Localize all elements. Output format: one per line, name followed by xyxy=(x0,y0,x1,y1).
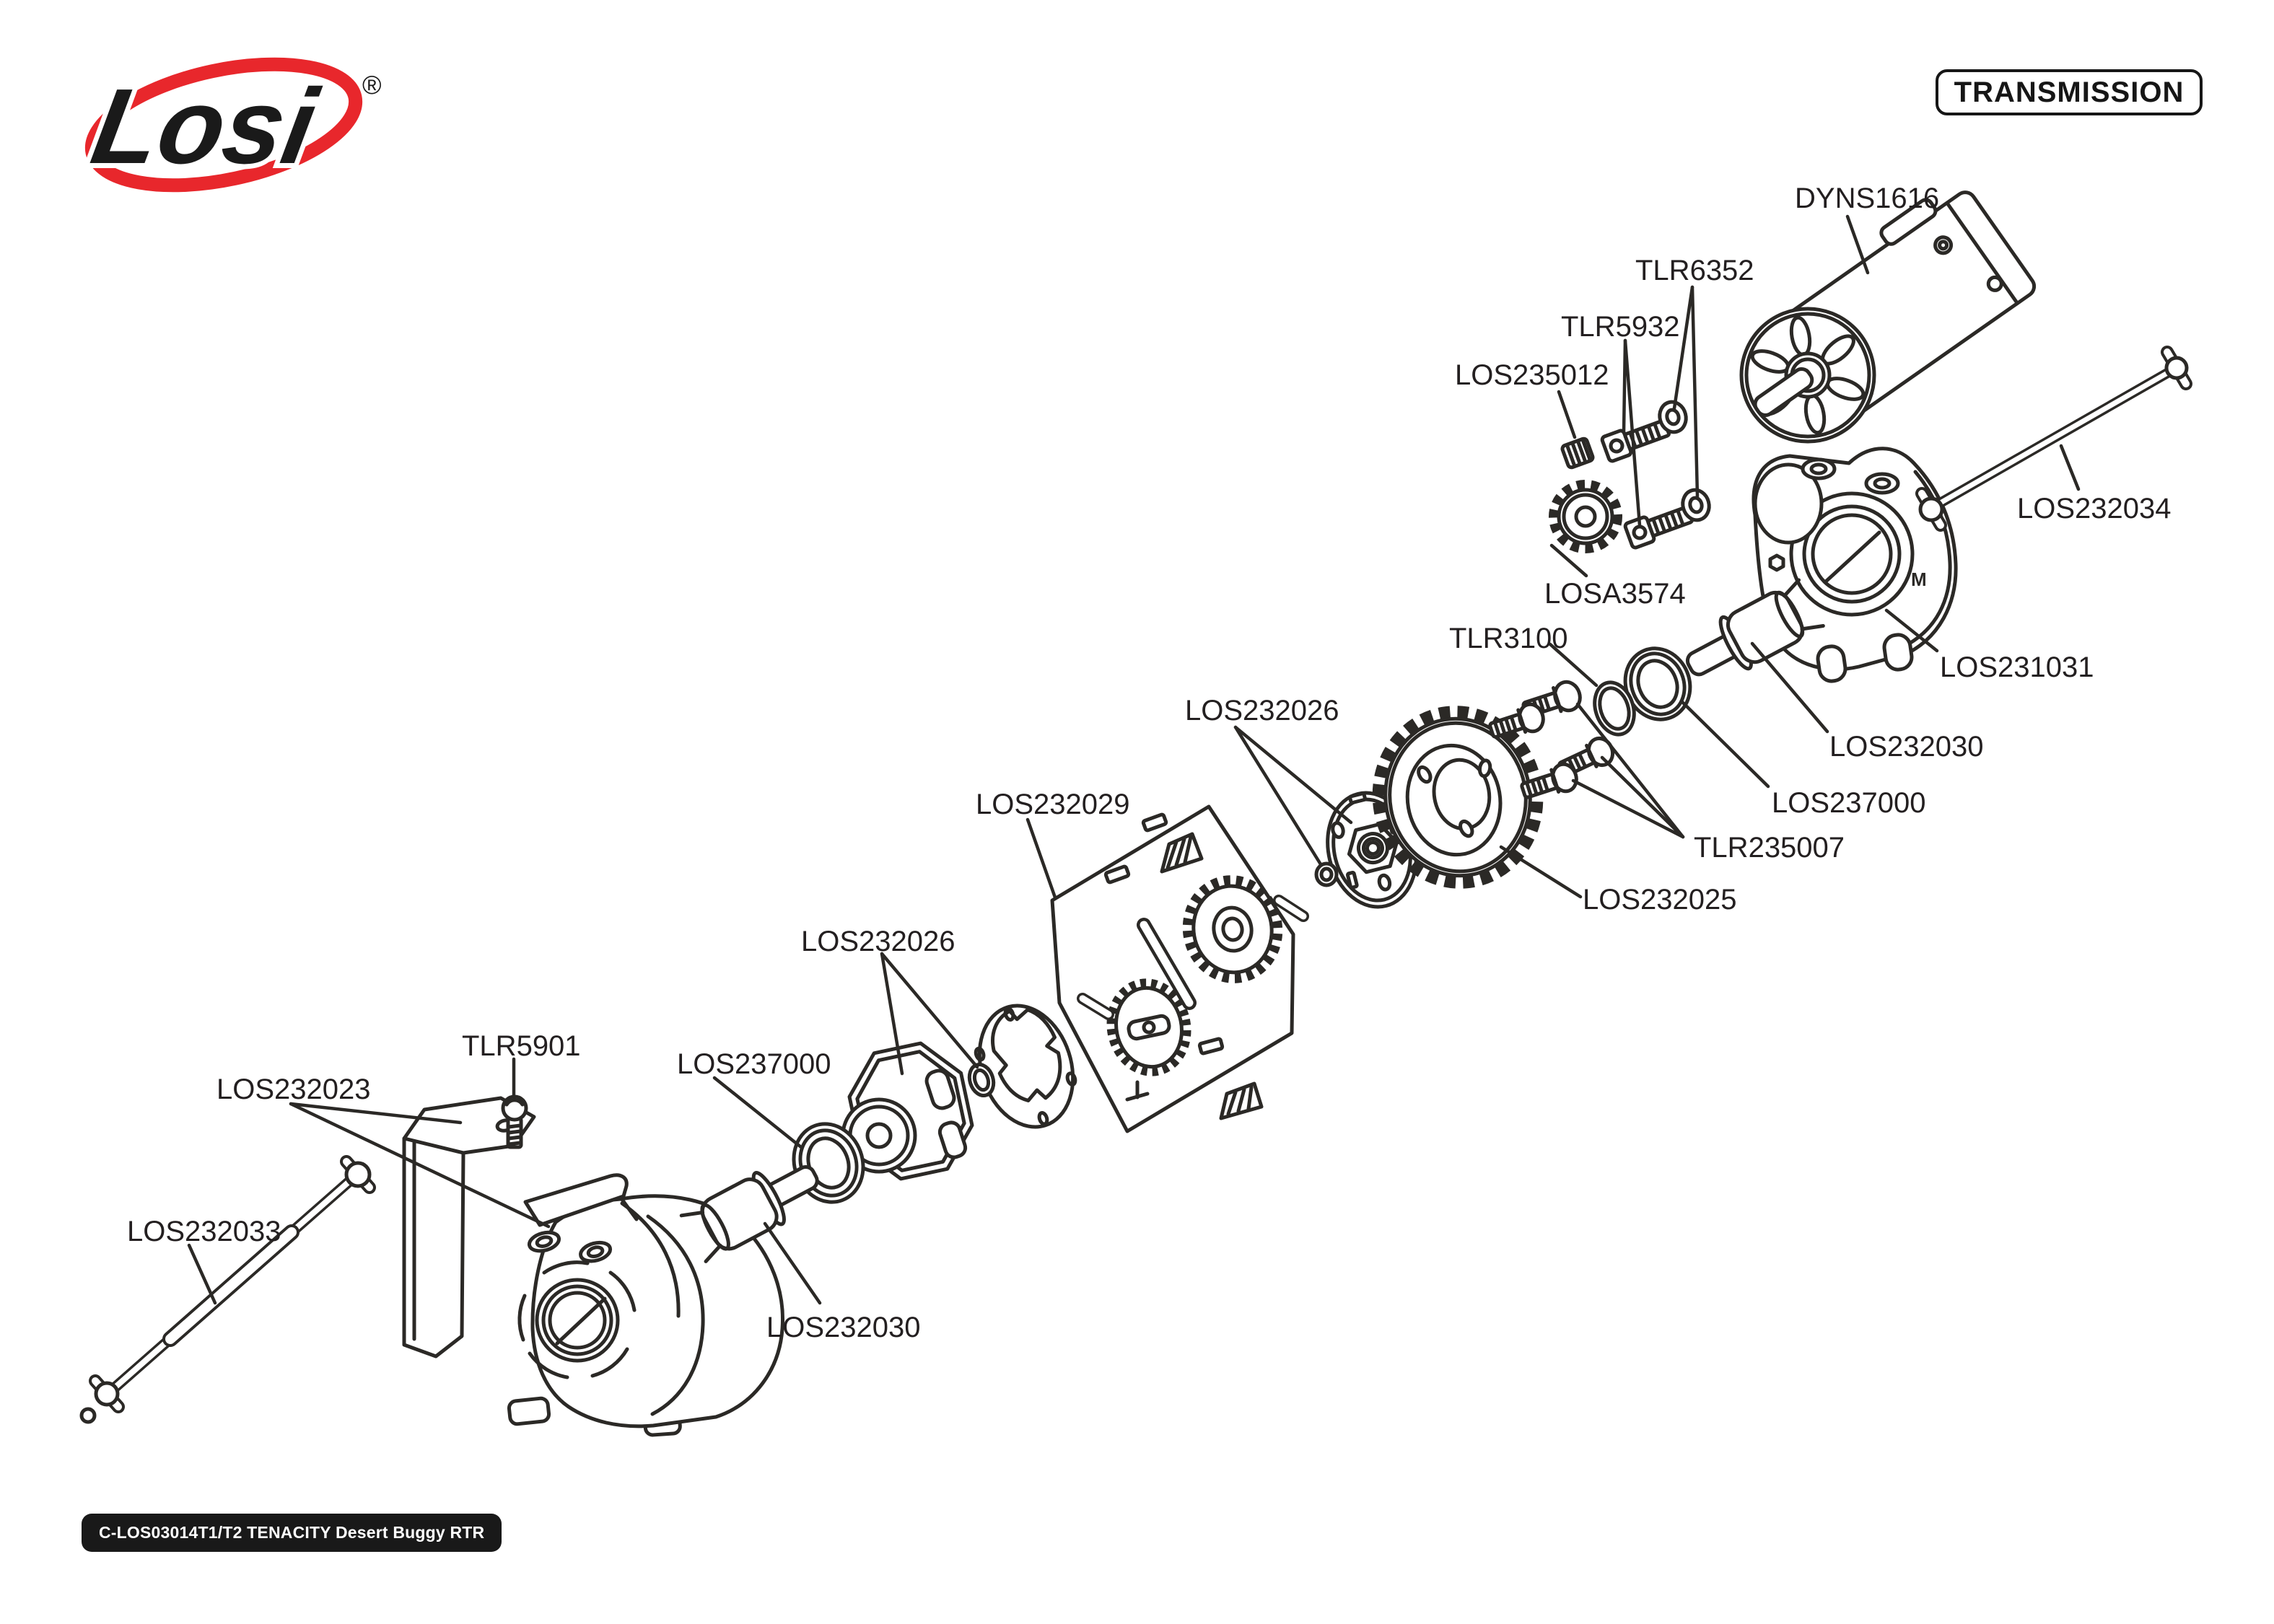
rear-driveshaft-illustration xyxy=(1915,346,2192,532)
callout-layer: DYNS1616TLR6352TLR5932LOS235012LOSA3574T… xyxy=(127,183,2172,1343)
callout-tlr6352: TLR6352 xyxy=(1635,255,1754,286)
callout-leader-los232034 xyxy=(2059,444,2081,491)
callout-leader-tlr235007 xyxy=(1600,755,1685,839)
callout-leader-dyns1616 xyxy=(1845,214,1870,275)
callout-los232025: LOS232025 xyxy=(1583,884,1737,916)
callout-los232034: LOS232034 xyxy=(2017,493,2172,524)
logo-swoosh xyxy=(84,57,363,193)
callout-los235012: LOS235012 xyxy=(1455,359,1609,391)
callout-leader-los232030-front xyxy=(763,1221,822,1305)
shim-oring-illustration xyxy=(1593,680,1636,737)
callout-los232023: LOS232023 xyxy=(217,1074,371,1105)
callout-los232033: LOS232033 xyxy=(127,1216,281,1247)
callout-los232029: LOS232029 xyxy=(976,789,1130,820)
callout-los232026-front: LOS232026 xyxy=(801,926,955,957)
rear-bearing-illustration xyxy=(1623,646,1692,721)
slipper-oring-illustration xyxy=(1314,861,1339,887)
callout-leader-tlr6352 xyxy=(1672,285,1694,411)
callout-leader-los232026-rear xyxy=(1233,725,1323,866)
callout-leader-tlr235007 xyxy=(1571,778,1685,839)
callout-leader-tlr3100 xyxy=(1548,642,1599,688)
callout-dyns1616: DYNS1616 xyxy=(1795,183,1939,214)
callout-tlr5901: TLR5901 xyxy=(462,1030,581,1062)
guard-screw-illustration xyxy=(501,1094,528,1149)
motor-plate-illustration: M xyxy=(1752,447,1958,683)
logo-registered-mark: ® xyxy=(362,70,382,100)
gearbox-case-illustration xyxy=(507,1173,784,1437)
section-title-badge: TRANSMISSION xyxy=(1936,69,2203,115)
callout-losa3574: LOSA3574 xyxy=(1544,578,1686,610)
callout-los232030-front: LOS232030 xyxy=(766,1312,921,1343)
callout-leader-losa3574 xyxy=(1549,543,1588,578)
callout-leader-los232026-front xyxy=(880,952,979,1069)
plate-marking: M xyxy=(1911,569,1927,590)
callout-leader-tlr5932 xyxy=(1623,338,1642,527)
logo-brand-text: Losi xyxy=(84,66,326,186)
callout-leader-los232023 xyxy=(289,1102,463,1125)
callout-los231031: LOS231031 xyxy=(1940,651,2094,683)
front-driveshaft-illustration xyxy=(79,1155,376,1424)
electric-motor-illustration xyxy=(1739,190,2037,444)
footer-part-badge: C-LOS03014T1/T2 TENACITY Desert Buggy RT… xyxy=(82,1514,502,1552)
callout-leader-los232030-rear xyxy=(1750,641,1829,734)
callout-leader-los235012 xyxy=(1557,390,1577,439)
diff-screws-illustration xyxy=(1488,680,1615,799)
callout-leader-tlr6352 xyxy=(1690,285,1700,499)
losi-logo: Losi ® xyxy=(79,57,382,193)
motor-guard-illustration xyxy=(402,1096,536,1359)
diff-internals-panel-illustration xyxy=(1050,804,1309,1133)
front-outdrive-illustration xyxy=(679,1165,819,1263)
footer-part-text: C-LOS03014T1/T2 TENACITY Desert Buggy RT… xyxy=(99,1523,485,1542)
callout-leader-los232023 xyxy=(289,1102,551,1229)
set-screw-illustration xyxy=(1560,436,1595,470)
callout-leader-los231031 xyxy=(1884,608,1939,653)
diff-oring-front-illustration xyxy=(967,1063,996,1097)
callout-los237000-rear: LOS237000 xyxy=(1772,787,1926,819)
motor-washers-illustration xyxy=(1658,400,1711,522)
callout-leader-los232033 xyxy=(187,1243,217,1305)
callout-leader-los232025 xyxy=(1499,845,1583,899)
callout-leader-los232026-rear xyxy=(1233,725,1353,825)
callout-leader-tlr235007 xyxy=(1575,702,1685,839)
callout-leader-los237000-front xyxy=(712,1076,803,1149)
callout-los237000-front: LOS237000 xyxy=(677,1048,831,1080)
motor-screws-illustration xyxy=(1600,418,1694,550)
callout-tlr235007: TLR235007 xyxy=(1694,832,1845,864)
callout-tlr5932: TLR5932 xyxy=(1561,311,1680,343)
pinion-gear-illustration xyxy=(1549,480,1622,553)
diff-gasket-illustration xyxy=(974,1004,1077,1129)
section-title: TRANSMISSION xyxy=(1954,76,2185,108)
callout-los232030-rear: LOS232030 xyxy=(1829,731,1984,763)
callout-leader-los232026-front xyxy=(880,952,904,1076)
callout-tlr3100: TLR3100 xyxy=(1449,623,1568,654)
rear-outdrive-illustration xyxy=(1685,578,1825,677)
callout-leader-los232029 xyxy=(1026,817,1057,900)
callout-leader-los237000-rear xyxy=(1679,699,1770,789)
callout-los232026-rear: LOS232026 xyxy=(1185,695,1339,727)
